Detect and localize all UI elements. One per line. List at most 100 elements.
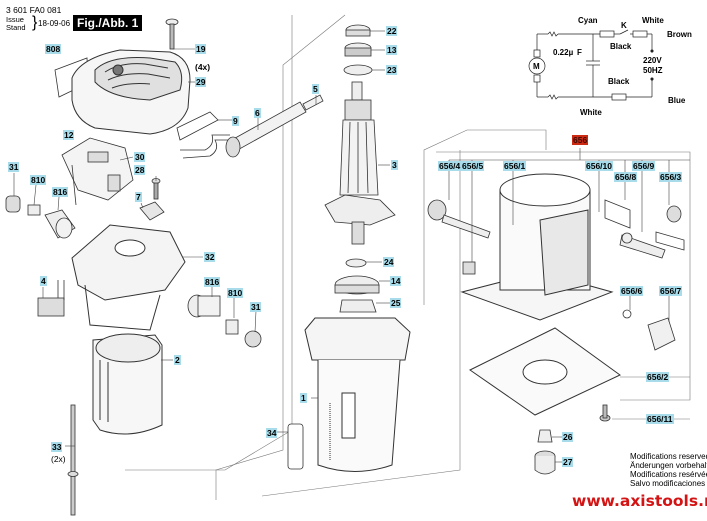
motor-housing-lower-drawing [304,317,411,472]
cable-6-drawing [225,94,324,158]
callout-816-left[interactable]: 816 [52,187,69,197]
callout-656-5[interactable]: 656/5 [461,161,485,171]
brush-set-right-drawing [187,294,262,348]
voltage-label: 220V [643,56,662,65]
brace-glyph: } [32,14,38,31]
callout-32[interactable]: 32 [204,252,216,262]
callout-19[interactable]: 19 [195,44,207,54]
wire-white-top-label: White [642,16,664,25]
callout-810-right[interactable]: 810 [227,288,244,298]
indicator-656-8-drawing [604,199,685,259]
issue-label-de: Stand [6,23,26,32]
callout-leader-lines [13,30,690,463]
bearing-lower-drawing [334,258,380,313]
callout-29[interactable]: 29 [195,77,207,87]
issue-label-en: Issue [6,15,24,24]
callout-28[interactable]: 28 [134,165,146,175]
washer-656-6-drawing [622,309,632,319]
notice-line-es: Salvo modificaciones [630,479,706,488]
issue-labels: Issue Stand [6,16,26,32]
wire-blue-label: Blue [668,96,686,105]
notice-line-en: Modifications reserved [630,452,707,461]
callout-5[interactable]: 5 [312,84,319,94]
switch-k-label: K [621,21,627,30]
modifications-notice: Modifications reserved Änderungen vorbeh… [630,452,707,488]
callout-2[interactable]: 2 [174,355,181,365]
callout-3[interactable]: 3 [391,160,398,170]
switch-4-drawing [37,280,65,317]
watermark-link[interactable]: www.axistools.ru [572,492,707,510]
notice-line-de: Änderungen vorbehalten [630,461,707,470]
callout-810-left[interactable]: 810 [30,175,47,185]
bearings-drawing [343,24,373,76]
screw-33-drawing [67,404,79,516]
quantity-33: (2x) [51,454,66,464]
knob-656-7-drawing [647,317,676,351]
callout-656-7[interactable]: 656/7 [659,286,683,296]
callout-6[interactable]: 6 [254,108,261,118]
label-34-drawing [287,423,304,470]
brush-set-left-drawing [5,195,76,239]
wire-cyan-label: Cyan [578,16,598,25]
motor-symbol: M [533,62,540,71]
brush-holder-drawing [61,137,134,206]
wire-white-bottom-label: White [580,108,602,117]
callout-808[interactable]: 808 [45,44,62,54]
callout-656-10[interactable]: 656/10 [585,161,613,171]
callout-34[interactable]: 34 [266,428,278,438]
wire-black-bottom-label: Black [608,77,630,86]
wiring-diagram [528,29,654,101]
callout-23[interactable]: 23 [386,65,398,75]
callout-656-6[interactable]: 656/6 [620,286,644,296]
callout-14[interactable]: 14 [390,276,402,286]
router-base-drawing [460,173,614,321]
nut-656-5-drawing [462,261,476,275]
callout-27[interactable]: 27 [562,457,574,467]
callout-33[interactable]: 33 [51,442,63,452]
screw-28-drawing [151,178,161,200]
callout-656-11[interactable]: 656/11 [646,414,674,424]
callout-656-8[interactable]: 656/8 [614,172,638,182]
armature-drawing [324,81,396,245]
callout-30[interactable]: 30 [134,152,146,162]
nut-27-drawing [534,450,556,475]
callout-816-right[interactable]: 816 [204,277,221,287]
callout-656-assembly[interactable]: 656 [572,135,589,145]
wire-brown-label: Brown [667,30,692,39]
callout-656-1[interactable]: 656/1 [503,161,527,171]
callout-26[interactable]: 26 [562,432,574,442]
callout-31-right[interactable]: 31 [250,302,262,312]
callout-22[interactable]: 22 [386,26,398,36]
callout-656-9[interactable]: 656/9 [632,161,656,171]
callout-12[interactable]: 12 [63,130,75,140]
callout-9[interactable]: 9 [232,116,239,126]
capacitor-value: 0.22µ [553,48,574,57]
issue-date: 18-09-06 [38,19,71,28]
callout-25[interactable]: 25 [390,298,402,308]
callout-656-3[interactable]: 656/3 [659,172,683,182]
thumb-screw-656-4-drawing [427,199,491,239]
housing-cap-drawing [71,49,191,135]
callout-7[interactable]: 7 [135,192,142,202]
part-number: 3 601 FA0 081 [6,5,62,15]
callout-31-left[interactable]: 31 [8,162,20,172]
figure-title: Fig./Abb. 1 [73,15,143,31]
assembly-guide-lines [125,14,691,500]
callout-1[interactable]: 1 [300,393,307,403]
callout-4[interactable]: 4 [40,276,47,286]
quantity-19: (4x) [195,62,211,72]
field-stator-drawing [92,333,163,435]
wires-9-drawing [176,111,232,159]
callout-656-4[interactable]: 656/4 [438,161,462,171]
motor-housing-drawing [71,224,186,331]
screw-19-drawing [165,18,179,50]
switch-7-drawing [139,201,165,221]
capacitor-label: F [577,48,582,57]
callout-24[interactable]: 24 [383,257,395,267]
frequency-label: 50HZ [643,66,663,75]
screw-656-11-drawing [599,404,611,422]
callout-13[interactable]: 13 [386,45,398,55]
callout-656-2[interactable]: 656/2 [646,372,670,382]
notice-line-fr: Modifications resérvées [630,470,707,479]
